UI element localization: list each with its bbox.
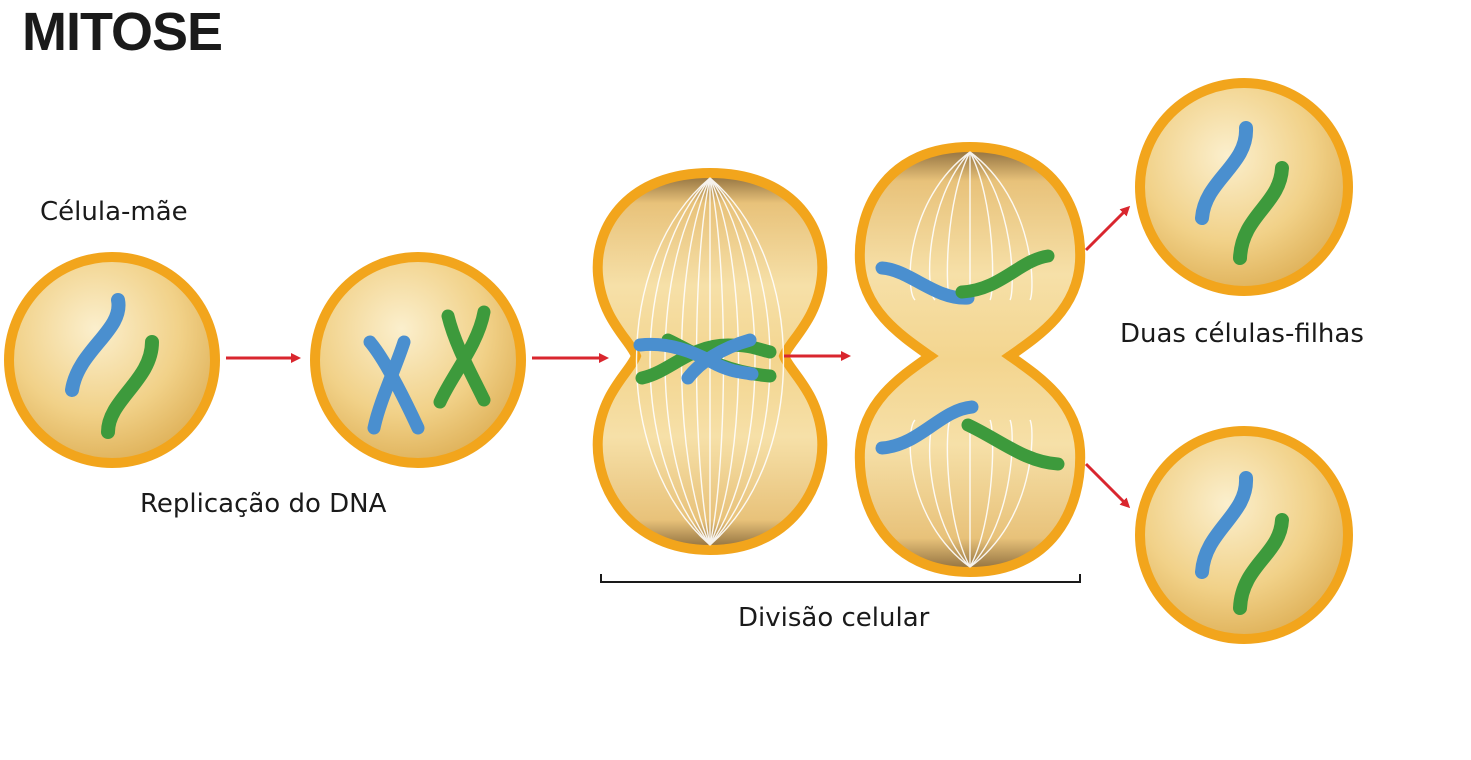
green-chromatid-b (433, 305, 491, 409)
page-title: MITOSE (22, 2, 223, 62)
daughter-cell-bottom (1135, 426, 1353, 644)
blue-chromosome-top (875, 261, 975, 305)
blue-chromosome (65, 293, 126, 397)
green-chromosome-daughter-bottom (1233, 513, 1289, 615)
blue-chromosome-daughter-bottom (1195, 471, 1253, 579)
blue-chromosome-daughter-top (1195, 121, 1253, 225)
blue-chromosome-metaphase-b (681, 333, 757, 385)
replicated-cell (310, 252, 526, 468)
arrow-to-daughter-bottom (1084, 462, 1131, 509)
division-bracket (600, 574, 1081, 583)
daughter-cells-label: Duas células-filhas (1120, 319, 1364, 349)
green-chromosome-top (955, 249, 1055, 299)
green-chromosome-daughter-top (1233, 161, 1289, 265)
mother-cell-label: Célula-mãe (40, 197, 188, 227)
cell-division-label: Divisão celular (738, 603, 930, 633)
metaphase-cell (592, 167, 828, 556)
dna-replication-label: Replicação do DNA (140, 489, 387, 519)
spindle-fibers-bottom (909, 419, 1033, 568)
daughter-cell-top (1135, 78, 1353, 296)
blue-chromosome-bottom (875, 400, 979, 455)
mother-cell (4, 252, 220, 468)
blue-chromatid-b (367, 335, 411, 435)
arrow-to-daughter-top (1084, 205, 1131, 252)
green-chromosome-bottom (961, 418, 1065, 471)
green-chromosome (101, 335, 159, 439)
anaphase-cell (854, 141, 1086, 578)
